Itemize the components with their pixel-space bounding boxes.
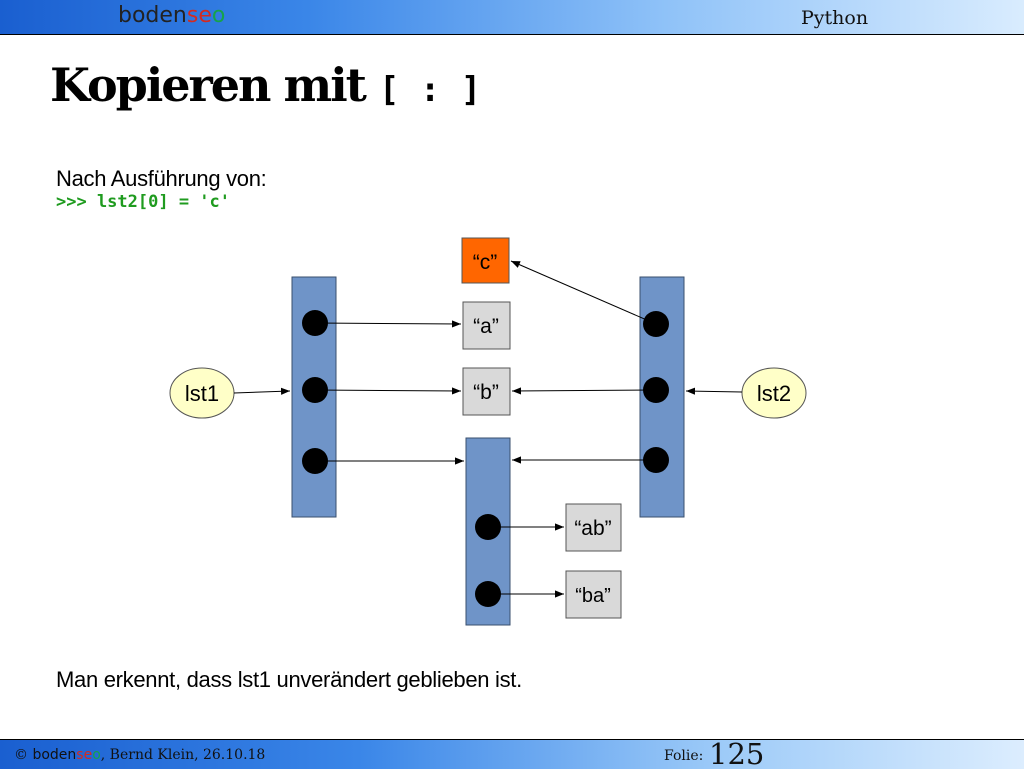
string-box-b (462, 367, 511, 416)
lst1-ref-dot-0 (302, 310, 328, 336)
header-title: Python (801, 7, 869, 29)
folie-label: Folie: (664, 748, 704, 764)
lst2-ref-dot-0 (643, 311, 669, 337)
header-bar: bodenseo Python (0, 0, 1024, 35)
string-box-ab (565, 503, 622, 552)
sublist-ref-dot-1 (475, 581, 501, 607)
arrow-lst1-1-to-b (314, 387, 462, 395)
lst2-variable-bubble (741, 367, 807, 419)
conclusion-text: Man erkennt, dass lst1 unverändert gebli… (56, 667, 522, 692)
string-box-a (462, 301, 511, 350)
slide-title-text: Kopieren mit (50, 58, 367, 112)
footer-credit-text: , Bernd Klein, 26.10.18 (100, 747, 266, 763)
arrow-lst2-to-list (685, 387, 743, 395)
string-label-c: “c” (473, 251, 498, 274)
footer-bar: © bodenseo, Bernd Klein, 26.10.18 Folie:… (0, 737, 1024, 771)
slide-title-code: [ : ] (378, 70, 482, 110)
string-label-b: “b” (473, 381, 499, 404)
lst2-ref-dot-1 (643, 377, 669, 403)
lst1-ref-dot-1 (302, 377, 328, 403)
string-label-a: “a” (473, 315, 499, 338)
lst1-ref-dot-2 (302, 448, 328, 474)
sublist-ref-dot-0 (475, 514, 501, 540)
code-line: >>> lst2[0] = 'c' (56, 192, 230, 212)
footer-credit: © bodenseo, Bernd Klein, 26.10.18 (14, 747, 266, 763)
intro-text: Nach Ausführung von: (56, 166, 267, 191)
folie-number: 125 (709, 737, 765, 771)
footer-logo: bodenseo (32, 747, 101, 763)
arrow-lst1-0-to-a (314, 320, 462, 328)
bodenseo-logo: bodenseo (118, 3, 226, 28)
lst1-variable-label: lst1 (185, 381, 219, 406)
string-box-ba (565, 570, 622, 619)
string-label-ab: “ab” (574, 517, 611, 540)
lst2-ref-dot-2 (643, 447, 669, 473)
arrow-lst2-0-to-c (510, 260, 657, 325)
slide-title: Kopieren mit [ : ] (50, 58, 481, 112)
arrow-lst2-1-to-b (511, 387, 657, 395)
lst2-variable-label: lst2 (757, 381, 791, 406)
string-label-ba: “ba” (575, 585, 611, 607)
arrow-lst1-to-list (233, 387, 291, 395)
string-box-c (461, 237, 510, 284)
